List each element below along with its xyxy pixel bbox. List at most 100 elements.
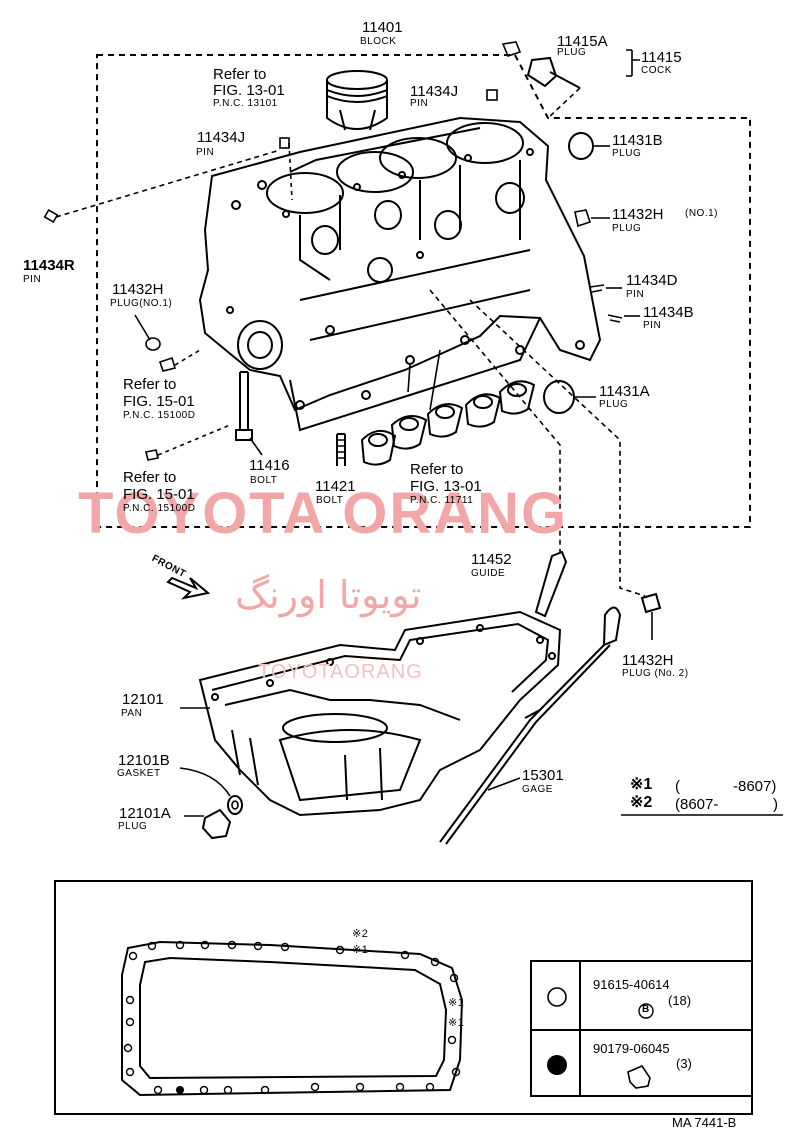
part-number-pan: 12101: [122, 691, 164, 708]
inset-gasket-outline: [121, 940, 464, 1097]
part-number-11434d: 11434D: [626, 272, 678, 289]
block-group-outline: [96, 54, 751, 528]
pin-11434j-top-drawing: [486, 89, 498, 101]
bolt-11416-drawing: [235, 371, 253, 441]
part-number-11431a: 11431A: [599, 383, 650, 400]
part-number-11432h-left: 11432H: [112, 281, 164, 298]
part-number-11416: 11416: [249, 457, 290, 474]
part-name-11434r: PIN: [23, 274, 42, 285]
piston-drawing: [326, 70, 388, 131]
plug-11431a-drawing: [543, 380, 575, 414]
note-1-mark: ※1: [630, 776, 653, 793]
note-1-range: -8607): [733, 778, 777, 795]
watermark-small: TOYOTAORANG: [258, 661, 423, 683]
legend-bolt-drawing: [627, 1065, 651, 1089]
ref-bearing-line2: FIG. 13-01: [410, 478, 482, 495]
legend-qty-2: (3): [676, 1056, 692, 1071]
part-name-11431b: PLUG: [612, 148, 642, 159]
cylinder-block-drawing: [198, 116, 602, 432]
ref-piston-line3: P.N.C. 13101: [213, 98, 278, 109]
part-number-guide: 11452: [471, 551, 512, 568]
bolt-11421-drawing: [336, 433, 346, 466]
part-name-gage: GAGE: [522, 784, 553, 795]
part-number-12101a: 12101A: [119, 805, 171, 822]
part-name-12101a: PLUG: [118, 821, 148, 832]
part-name-gasket: GASKET: [117, 768, 161, 779]
part-name-11434j-top: PIN: [410, 98, 429, 109]
ref-15-b-line3: P.N.C. 15100D: [123, 503, 196, 514]
note-2-range: ): [773, 796, 778, 813]
bearing-caps-drawing: [360, 380, 536, 466]
part-note-11432h-right: (NO.1): [685, 208, 718, 219]
part-number-11434j-top: 11434J: [410, 83, 459, 100]
part-number-cock: 11415: [641, 49, 682, 66]
legend-filled-circle: [547, 1055, 567, 1075]
part-number-11431b: 11431B: [612, 132, 663, 149]
figure-code: MA 7441-B: [672, 1115, 737, 1130]
part-name-11434j-left: PIN: [196, 147, 215, 158]
part-name-11432h-right: PLUG: [612, 223, 642, 234]
inset-frame: [54, 880, 753, 1115]
part-name-11421: BOLT: [316, 495, 344, 506]
plug-11432h-left-drawing: [145, 337, 161, 351]
part-name-cock: COCK: [641, 65, 672, 76]
plug-bracket: [626, 49, 640, 77]
part-name-11434b: PIN: [643, 320, 662, 331]
ref-15-a-line3: P.N.C. 15100D: [123, 410, 196, 421]
plug-11432h-no2-drawing: [640, 592, 662, 614]
part-number-11434j-left: 11434J: [197, 129, 246, 146]
front-arrow: [166, 576, 211, 600]
pin-11434j-left-drawing: [279, 137, 290, 149]
ref-15-a-line2: FIG. 15-01: [123, 393, 195, 410]
inset-bolt-holes: [123, 940, 461, 1095]
part-name-11415a: PLUG: [557, 47, 587, 58]
part-name-11432h-left: PLUG(NO.1): [110, 298, 173, 309]
note-1-open: (: [675, 778, 680, 795]
legend-badge-1: B: [642, 1004, 650, 1015]
part-number-11432h-right: 11432H: [612, 206, 664, 223]
inset-mark-4: ※1: [448, 1017, 465, 1029]
legend-part-1: 91615-40614: [593, 977, 670, 992]
legend-open-circle: [547, 987, 567, 1007]
legend-part-2: 90179-06045: [593, 1041, 670, 1056]
part-number-block: 11401: [362, 19, 403, 36]
cock-drawing: [526, 56, 581, 89]
inset-mark-1: ※2: [352, 928, 369, 940]
watermark-persian: تویوتا اورنگ: [235, 573, 422, 617]
inset-mark-2: ※1: [352, 944, 369, 956]
note-2-open: (8607-: [675, 796, 719, 813]
part-number-11432h-no2: 11432H: [622, 652, 674, 669]
oil-pan-drawing: [198, 610, 562, 817]
pin-11434d-drawing: [589, 284, 605, 293]
ref-bearing-line3: P.N.C. 11711: [410, 495, 474, 506]
part-number-11434r: 11434R: [23, 257, 75, 274]
part-number-11421: 11421: [315, 478, 356, 495]
plug-12101a-drawing: [201, 808, 232, 840]
legend-badge-circle: [638, 1003, 654, 1019]
gasket-drawing: [227, 795, 243, 815]
ref-15-a-line1: Refer to: [123, 376, 177, 393]
part-name-11432h-no2: PLUG (No. 2): [622, 668, 689, 679]
part-name-guide: GUIDE: [471, 568, 506, 579]
ref-piston-line1: Refer to: [213, 66, 267, 83]
ref-15-b-line1: Refer to: [123, 469, 177, 486]
plug-11431b-drawing: [568, 132, 594, 160]
guide-drawing: [534, 550, 568, 618]
gage-drawing: [439, 606, 622, 845]
inset-legend-frame: [530, 960, 753, 1097]
pin-11434r-drawing: [43, 208, 59, 224]
part-name-11416: BOLT: [250, 475, 278, 486]
part-number-gasket: 12101B: [118, 752, 170, 769]
part-number-gage: 15301: [522, 767, 564, 784]
inset-mark-3: ※1: [448, 997, 465, 1009]
note-2-mark: ※2: [630, 794, 653, 811]
part-number-11415a: 11415A: [557, 33, 608, 50]
part-name-block: BLOCK: [360, 36, 397, 47]
ref-bearing-line1: Refer to: [410, 461, 464, 478]
part-name-pan: PAN: [121, 708, 143, 719]
ref-piston-line2: FIG. 13-01: [213, 82, 285, 99]
part-name-11431a: PLUG: [599, 399, 629, 410]
pin-11434b-drawing: [607, 314, 623, 323]
watermark-main: TOYOTA ORANG: [78, 481, 569, 546]
